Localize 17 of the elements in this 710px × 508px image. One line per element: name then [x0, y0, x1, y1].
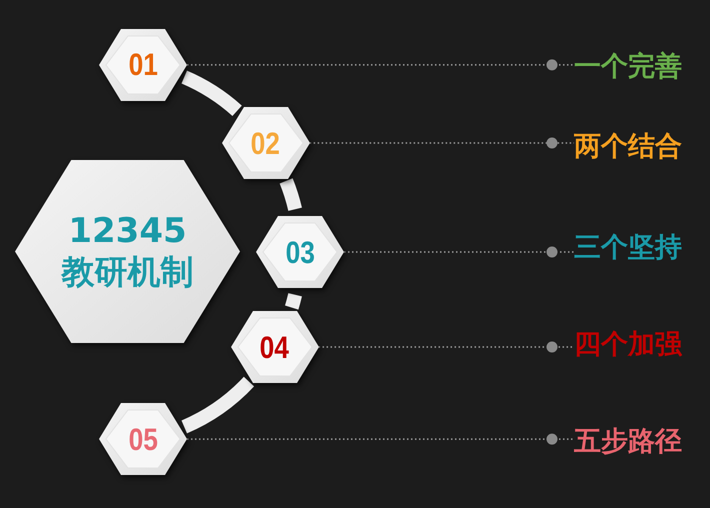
item-label: 三个坚持 — [574, 234, 682, 261]
item-label: 四个加强 — [574, 331, 682, 358]
center-hexagon — [15, 160, 240, 343]
item-label: 一个完善 — [574, 53, 682, 80]
arc-connector — [284, 293, 302, 310]
number-hexagon: 01 — [98, 28, 187, 101]
number-hexagon: 05 — [98, 403, 187, 476]
number-hexagon: 02 — [222, 107, 310, 180]
item-label: 两个结合 — [574, 133, 682, 160]
hexagon-title: 教研机制 — [62, 252, 194, 292]
item-label: 五步路径 — [574, 428, 682, 455]
hexagon-title: 12345 — [68, 211, 187, 252]
number-hexagon: 03 — [256, 216, 344, 288]
arc-connector — [280, 178, 302, 211]
number-hexagon: 04 — [230, 311, 319, 383]
arc-connector — [181, 70, 242, 116]
arc-connector — [181, 376, 254, 434]
